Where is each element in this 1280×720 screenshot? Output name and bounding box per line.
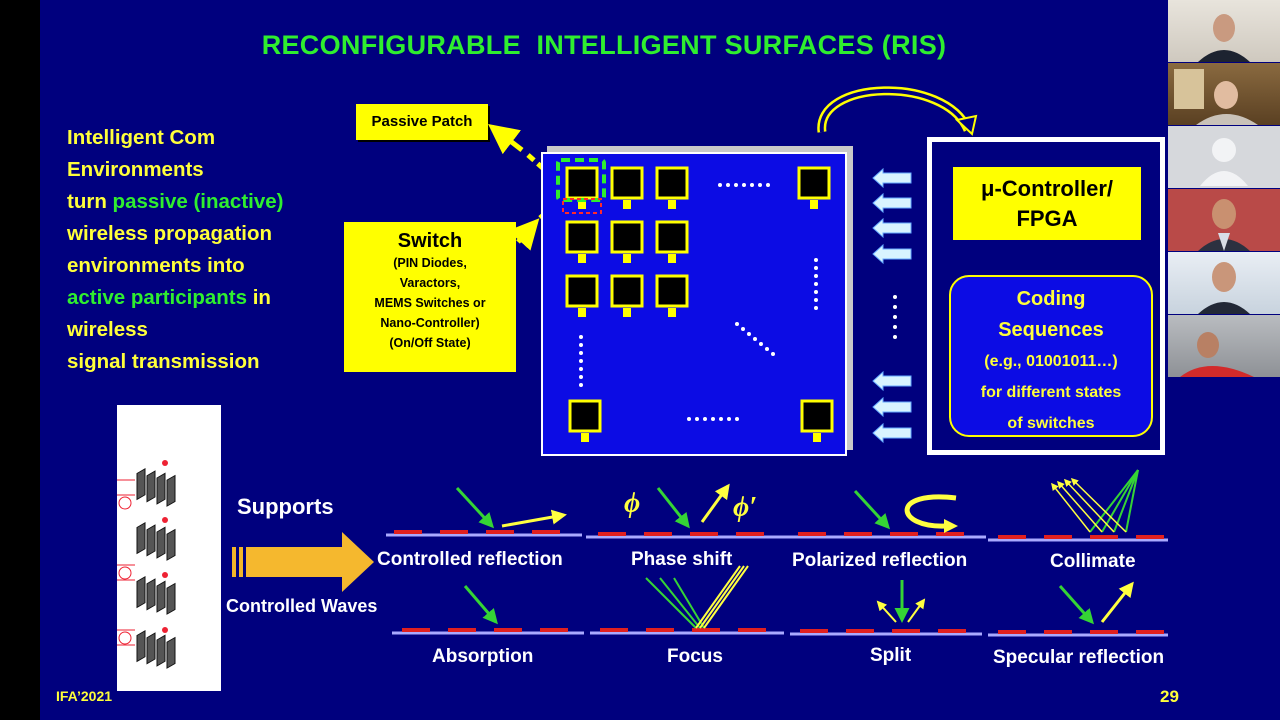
label-collimate: Collimate: [1050, 551, 1136, 572]
participant-video-tile[interactable]: [1168, 315, 1280, 377]
collimate-surface: [988, 469, 1168, 542]
intro-line: environments into: [67, 250, 337, 282]
intro-line: active participants in: [67, 282, 337, 314]
switch-line: (PIN Diodes,: [393, 256, 467, 270]
polarized-reflection-surface: [784, 489, 986, 539]
label-polarized-reflection: Polarized reflection: [792, 550, 968, 571]
specular-reflection-surface: [988, 581, 1168, 637]
intro-line: Intelligent Com: [67, 122, 337, 154]
ris-patch-grid: [556, 158, 834, 442]
participant-video-tile[interactable]: [1168, 126, 1280, 188]
curved-arrow: [819, 88, 970, 133]
phase-shift-surface: [586, 483, 784, 539]
slide-title: RECONFIGURABLE INTELLIGENT SURFACES (RIS…: [261, 30, 947, 60]
footer-conference: IFA’2021: [56, 688, 113, 704]
passive-patch-label: Passive Patch: [356, 104, 488, 140]
intro-text-part: in: [247, 286, 271, 309]
intro-line: turn passive (inactive): [67, 186, 337, 218]
supports-label: Supports: [237, 494, 334, 519]
supports-arrow: [232, 532, 374, 592]
controller-line: μ-Controller/: [980, 176, 1113, 201]
coding-title: Coding: [1016, 288, 1086, 310]
intro-line: wireless propagation: [67, 218, 337, 250]
switch-pointer: [508, 218, 540, 251]
ris-board: [541, 152, 847, 456]
function-diagrams: ϕ ϕ′: [386, 469, 1168, 637]
participant-video-tile[interactable]: [1168, 0, 1280, 62]
switch-line: Varactors,: [399, 276, 461, 290]
switch-line: Nano-Controller): [380, 316, 480, 330]
label-split: Split: [870, 645, 912, 666]
switch-line: MEMS Switches or: [374, 296, 486, 310]
intro-text-part: wireless: [67, 318, 148, 341]
controller-box: μ-Controller/ FPGA: [953, 167, 1141, 240]
participant-photo: [1180, 332, 1254, 377]
participant-video-tile[interactable]: [1168, 63, 1280, 125]
curved-arrow-head: [954, 114, 978, 136]
callout-arrows: [488, 86, 978, 444]
intro-text-part: environments into: [67, 254, 245, 277]
intro-highlight: passive (inactive): [112, 190, 284, 213]
default-avatar-icon: [1200, 138, 1248, 186]
metasurface-strip-drawing: [117, 460, 176, 669]
intro-text-part: wireless propagation: [67, 222, 273, 245]
intro-text-part: Intelligent Com: [67, 126, 216, 149]
intro-line: Environments: [67, 154, 337, 186]
coding-title: Sequences: [998, 319, 1104, 341]
controlled-waves-label: Controlled Waves: [226, 596, 378, 616]
coding-line: of switches: [1007, 415, 1095, 432]
controlled-reflection-surface: [386, 486, 582, 537]
intro-text-part: turn: [67, 190, 113, 213]
focus-surface: [590, 565, 784, 635]
switch-line: (On/Off State): [389, 336, 471, 350]
participant-photo: [1174, 69, 1258, 125]
label-phase-shift: Phase shift: [631, 549, 733, 570]
split-surface: [790, 580, 982, 636]
page-number: 29: [1160, 687, 1179, 706]
participant-photo: [1198, 262, 1250, 314]
intro-line: signal transmission: [67, 346, 337, 378]
phi-label: ϕ: [624, 488, 640, 519]
label-absorption: Absorption: [432, 646, 534, 667]
side-arrows: [872, 167, 912, 444]
controller-line: FPGA: [1016, 206, 1078, 231]
participant-photo: [1198, 199, 1250, 251]
metasurface-strip-image: [117, 405, 221, 691]
intro-text-part: Environments: [67, 158, 204, 181]
intro-line: wireless: [67, 314, 337, 346]
intro-text: Intelligent Com Environments turn passiv…: [67, 122, 337, 378]
label-focus: Focus: [667, 646, 723, 667]
switch-title: Switch: [397, 230, 463, 252]
intro-text-part: signal transmission: [67, 350, 260, 373]
coding-line: for different states: [980, 384, 1122, 401]
participant-video-tile[interactable]: [1168, 189, 1280, 251]
phi-prime-label: ϕ′: [733, 492, 757, 523]
label-controlled-reflection: Controlled reflection: [377, 549, 563, 570]
participant-photo: [1198, 14, 1250, 62]
controller-panel: μ-Controller/ FPGA Coding Sequences (e.g…: [927, 137, 1165, 455]
passive-patch-pointer: [488, 123, 524, 155]
absorption-surface: [392, 585, 584, 635]
slide: RECONFIGURABLE INTELLIGENT SURFACES (RIS…: [40, 0, 1168, 720]
switch-callout: Switch (PIN Diodes, Varactors, MEMS Swit…: [344, 222, 516, 372]
participant-video-tile[interactable]: [1168, 252, 1280, 314]
coding-sequences-box: Coding Sequences (e.g., 01001011…) for d…: [949, 275, 1153, 437]
intro-highlight: active participants: [67, 286, 248, 309]
label-specular-reflection: Specular reflection: [993, 647, 1165, 668]
coding-line: (e.g., 01001011…): [984, 353, 1118, 370]
